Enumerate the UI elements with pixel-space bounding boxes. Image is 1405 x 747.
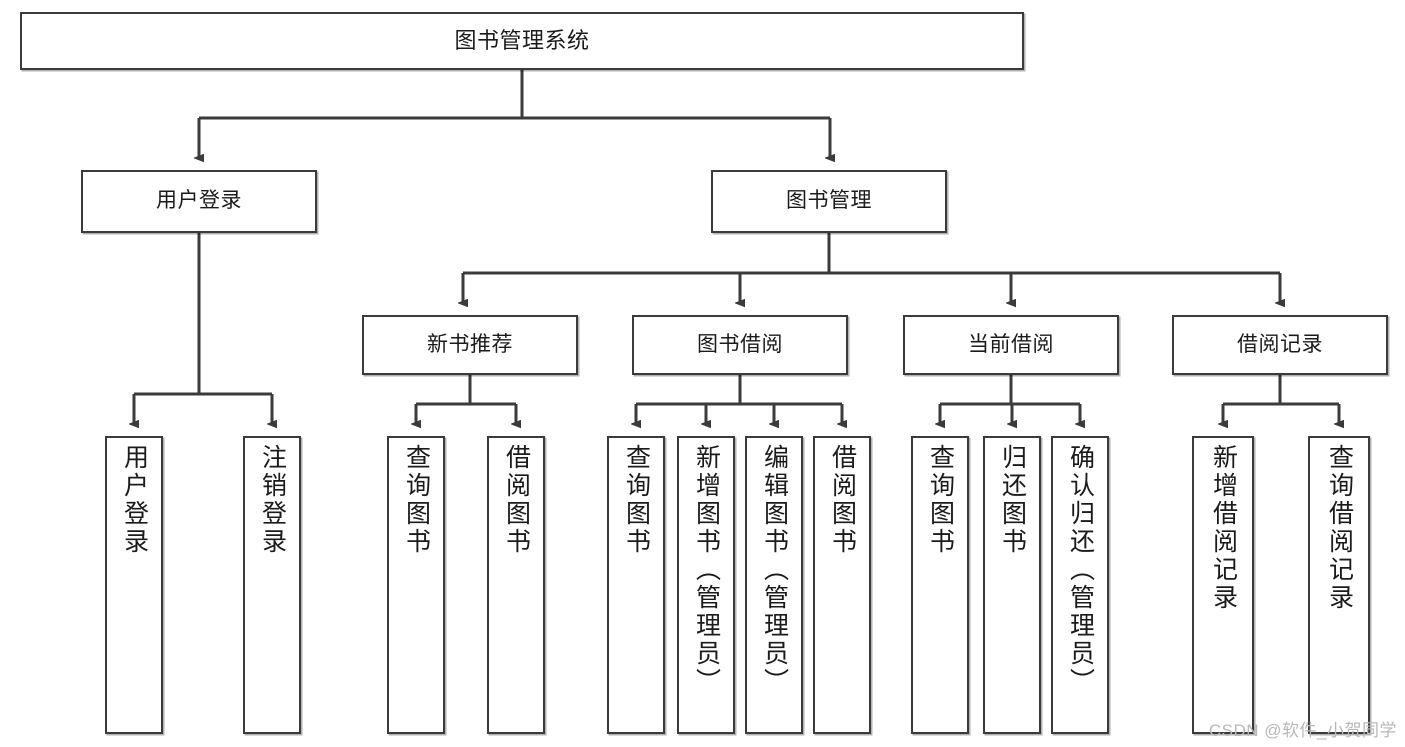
node-root-label: 图书管理系统 <box>454 28 590 54</box>
node-leaf-query-book-3[interactable]: 查询图书 <box>911 436 969 734</box>
node-leaf-query-book-2[interactable]: 查询图书 <box>607 436 665 734</box>
node-leaf-edit-book-admin[interactable]: 编辑图书（管理员） <box>745 436 803 734</box>
node-leaf-query-borrow-record-label: 查询借阅记录 <box>1325 444 1354 612</box>
node-book-borrow[interactable]: 图书借阅 <box>632 315 848 375</box>
node-user-login[interactable]: 用户登录 <box>81 170 317 233</box>
node-new-book-recommend-label: 新书推荐 <box>427 332 513 356</box>
node-leaf-query-borrow-record[interactable]: 查询借阅记录 <box>1308 436 1370 734</box>
node-leaf-query-book-1-label: 查询图书 <box>402 444 431 556</box>
node-book-borrow-label: 图书借阅 <box>697 332 783 356</box>
node-leaf-query-book-2-label: 查询图书 <box>622 444 651 556</box>
node-leaf-query-book-3-label: 查询图书 <box>926 444 955 556</box>
node-leaf-add-borrow-record[interactable]: 新增借阅记录 <box>1192 436 1254 734</box>
node-leaf-confirm-return-admin-label: 确认归还（管理员） <box>1066 444 1095 696</box>
node-leaf-borrow-book-1[interactable]: 借阅图书 <box>487 436 545 734</box>
node-leaf-add-borrow-record-label: 新增借阅记录 <box>1209 444 1238 612</box>
node-leaf-logout-login[interactable]: 注销登录 <box>243 436 301 734</box>
node-borrow-record-label: 借阅记录 <box>1237 332 1323 356</box>
node-leaf-user-login[interactable]: 用户登录 <box>105 436 163 734</box>
csdn-watermark: CSDN @软件_小贺同学 <box>1208 721 1397 740</box>
node-book-manage-label: 图书管理 <box>786 189 872 213</box>
node-leaf-return-book-label: 归还图书 <box>998 444 1027 556</box>
node-leaf-user-login-label: 用户登录 <box>120 444 149 556</box>
node-leaf-borrow-book-2-label: 借阅图书 <box>828 444 857 556</box>
node-borrow-record[interactable]: 借阅记录 <box>1172 315 1388 375</box>
node-current-borrow-label: 当前借阅 <box>968 332 1054 356</box>
node-leaf-add-book-admin-label: 新增图书（管理员） <box>692 444 721 696</box>
node-leaf-query-book-1[interactable]: 查询图书 <box>387 436 445 734</box>
node-leaf-borrow-book-1-label: 借阅图书 <box>502 444 531 556</box>
node-user-login-label: 用户登录 <box>156 189 242 213</box>
node-leaf-confirm-return-admin[interactable]: 确认归还（管理员） <box>1051 436 1109 734</box>
node-leaf-add-book-admin[interactable]: 新增图书（管理员） <box>677 436 735 734</box>
node-leaf-logout-login-label: 注销登录 <box>258 444 287 556</box>
node-new-book-recommend[interactable]: 新书推荐 <box>362 315 578 375</box>
node-leaf-return-book[interactable]: 归还图书 <box>983 436 1041 734</box>
node-leaf-borrow-book-2[interactable]: 借阅图书 <box>813 436 871 734</box>
node-root[interactable]: 图书管理系统 <box>20 12 1024 70</box>
node-book-manage[interactable]: 图书管理 <box>711 170 947 233</box>
node-leaf-edit-book-admin-label: 编辑图书（管理员） <box>760 444 789 696</box>
node-current-borrow[interactable]: 当前借阅 <box>903 315 1119 375</box>
